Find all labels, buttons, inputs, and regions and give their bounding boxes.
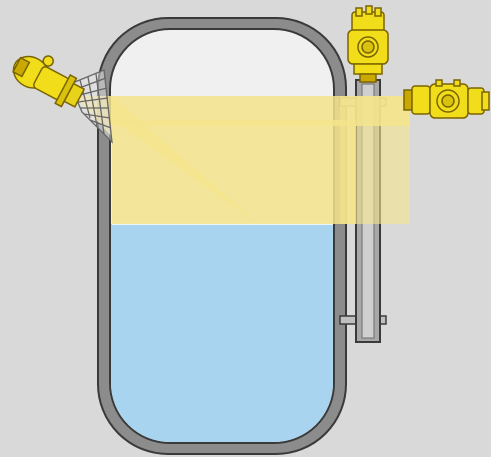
liquid — [111, 224, 333, 442]
radar-sensor — [12, 55, 86, 108]
laser-sensor — [403, 79, 490, 119]
radar-beam — [74, 96, 258, 224]
level-transmitter — [347, 5, 389, 83]
beam-right-band — [340, 96, 410, 224]
beam-to-surface — [112, 120, 356, 224]
